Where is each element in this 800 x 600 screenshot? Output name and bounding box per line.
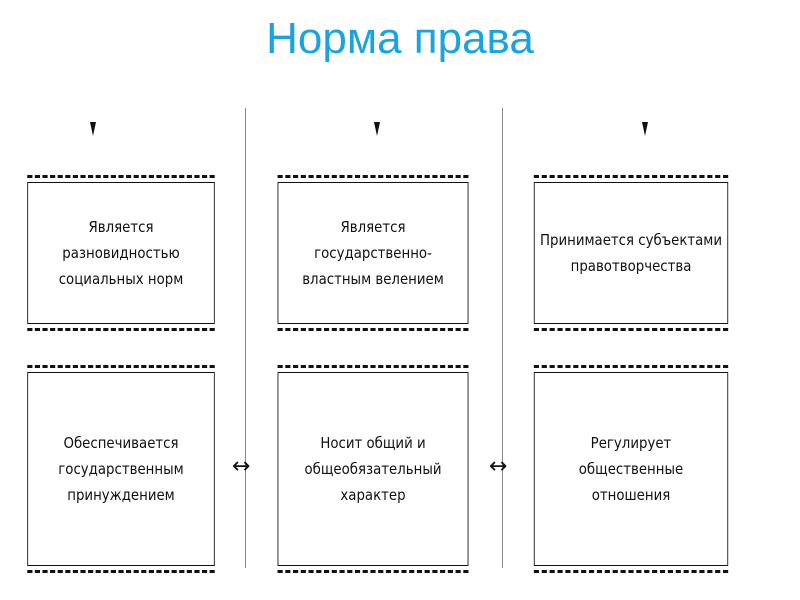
feature-box-text: Является государственно-властным веление… [302, 218, 444, 288]
divider-line-right [502, 108, 503, 568]
feature-box-general-binding: Носит общий и общеобязательный характер [277, 365, 469, 573]
feature-box-state-command: Является государственно-властным веление… [277, 175, 469, 331]
double-arrow-icon: ↔ [232, 454, 251, 479]
down-marker-icon [90, 122, 96, 136]
double-arrow-icon: ↔ [489, 454, 508, 479]
feature-box-social-relations: Регулирует общественные отношения [533, 365, 729, 573]
feature-box-text: Регулирует общественные отношения [578, 434, 684, 504]
feature-box-text: Является разновидностью социальных норм [58, 218, 184, 288]
feature-box-text: Носит общий и общеобязательный характер [304, 434, 442, 504]
feature-box-text: Принимается субъектами правотворчества [539, 231, 723, 275]
feature-box-social-norms: Является разновидностью социальных норм [27, 175, 215, 331]
feature-box-state-coercion: Обеспечивается государственным принужден… [27, 365, 215, 573]
feature-box-law-making: Принимается субъектами правотворчества [533, 175, 729, 331]
down-marker-icon [642, 122, 648, 136]
down-marker-icon [374, 122, 380, 136]
feature-box-text: Обеспечивается государственным принужден… [58, 434, 184, 504]
divider-line-left [245, 108, 246, 568]
page-title: Норма права [266, 14, 534, 63]
